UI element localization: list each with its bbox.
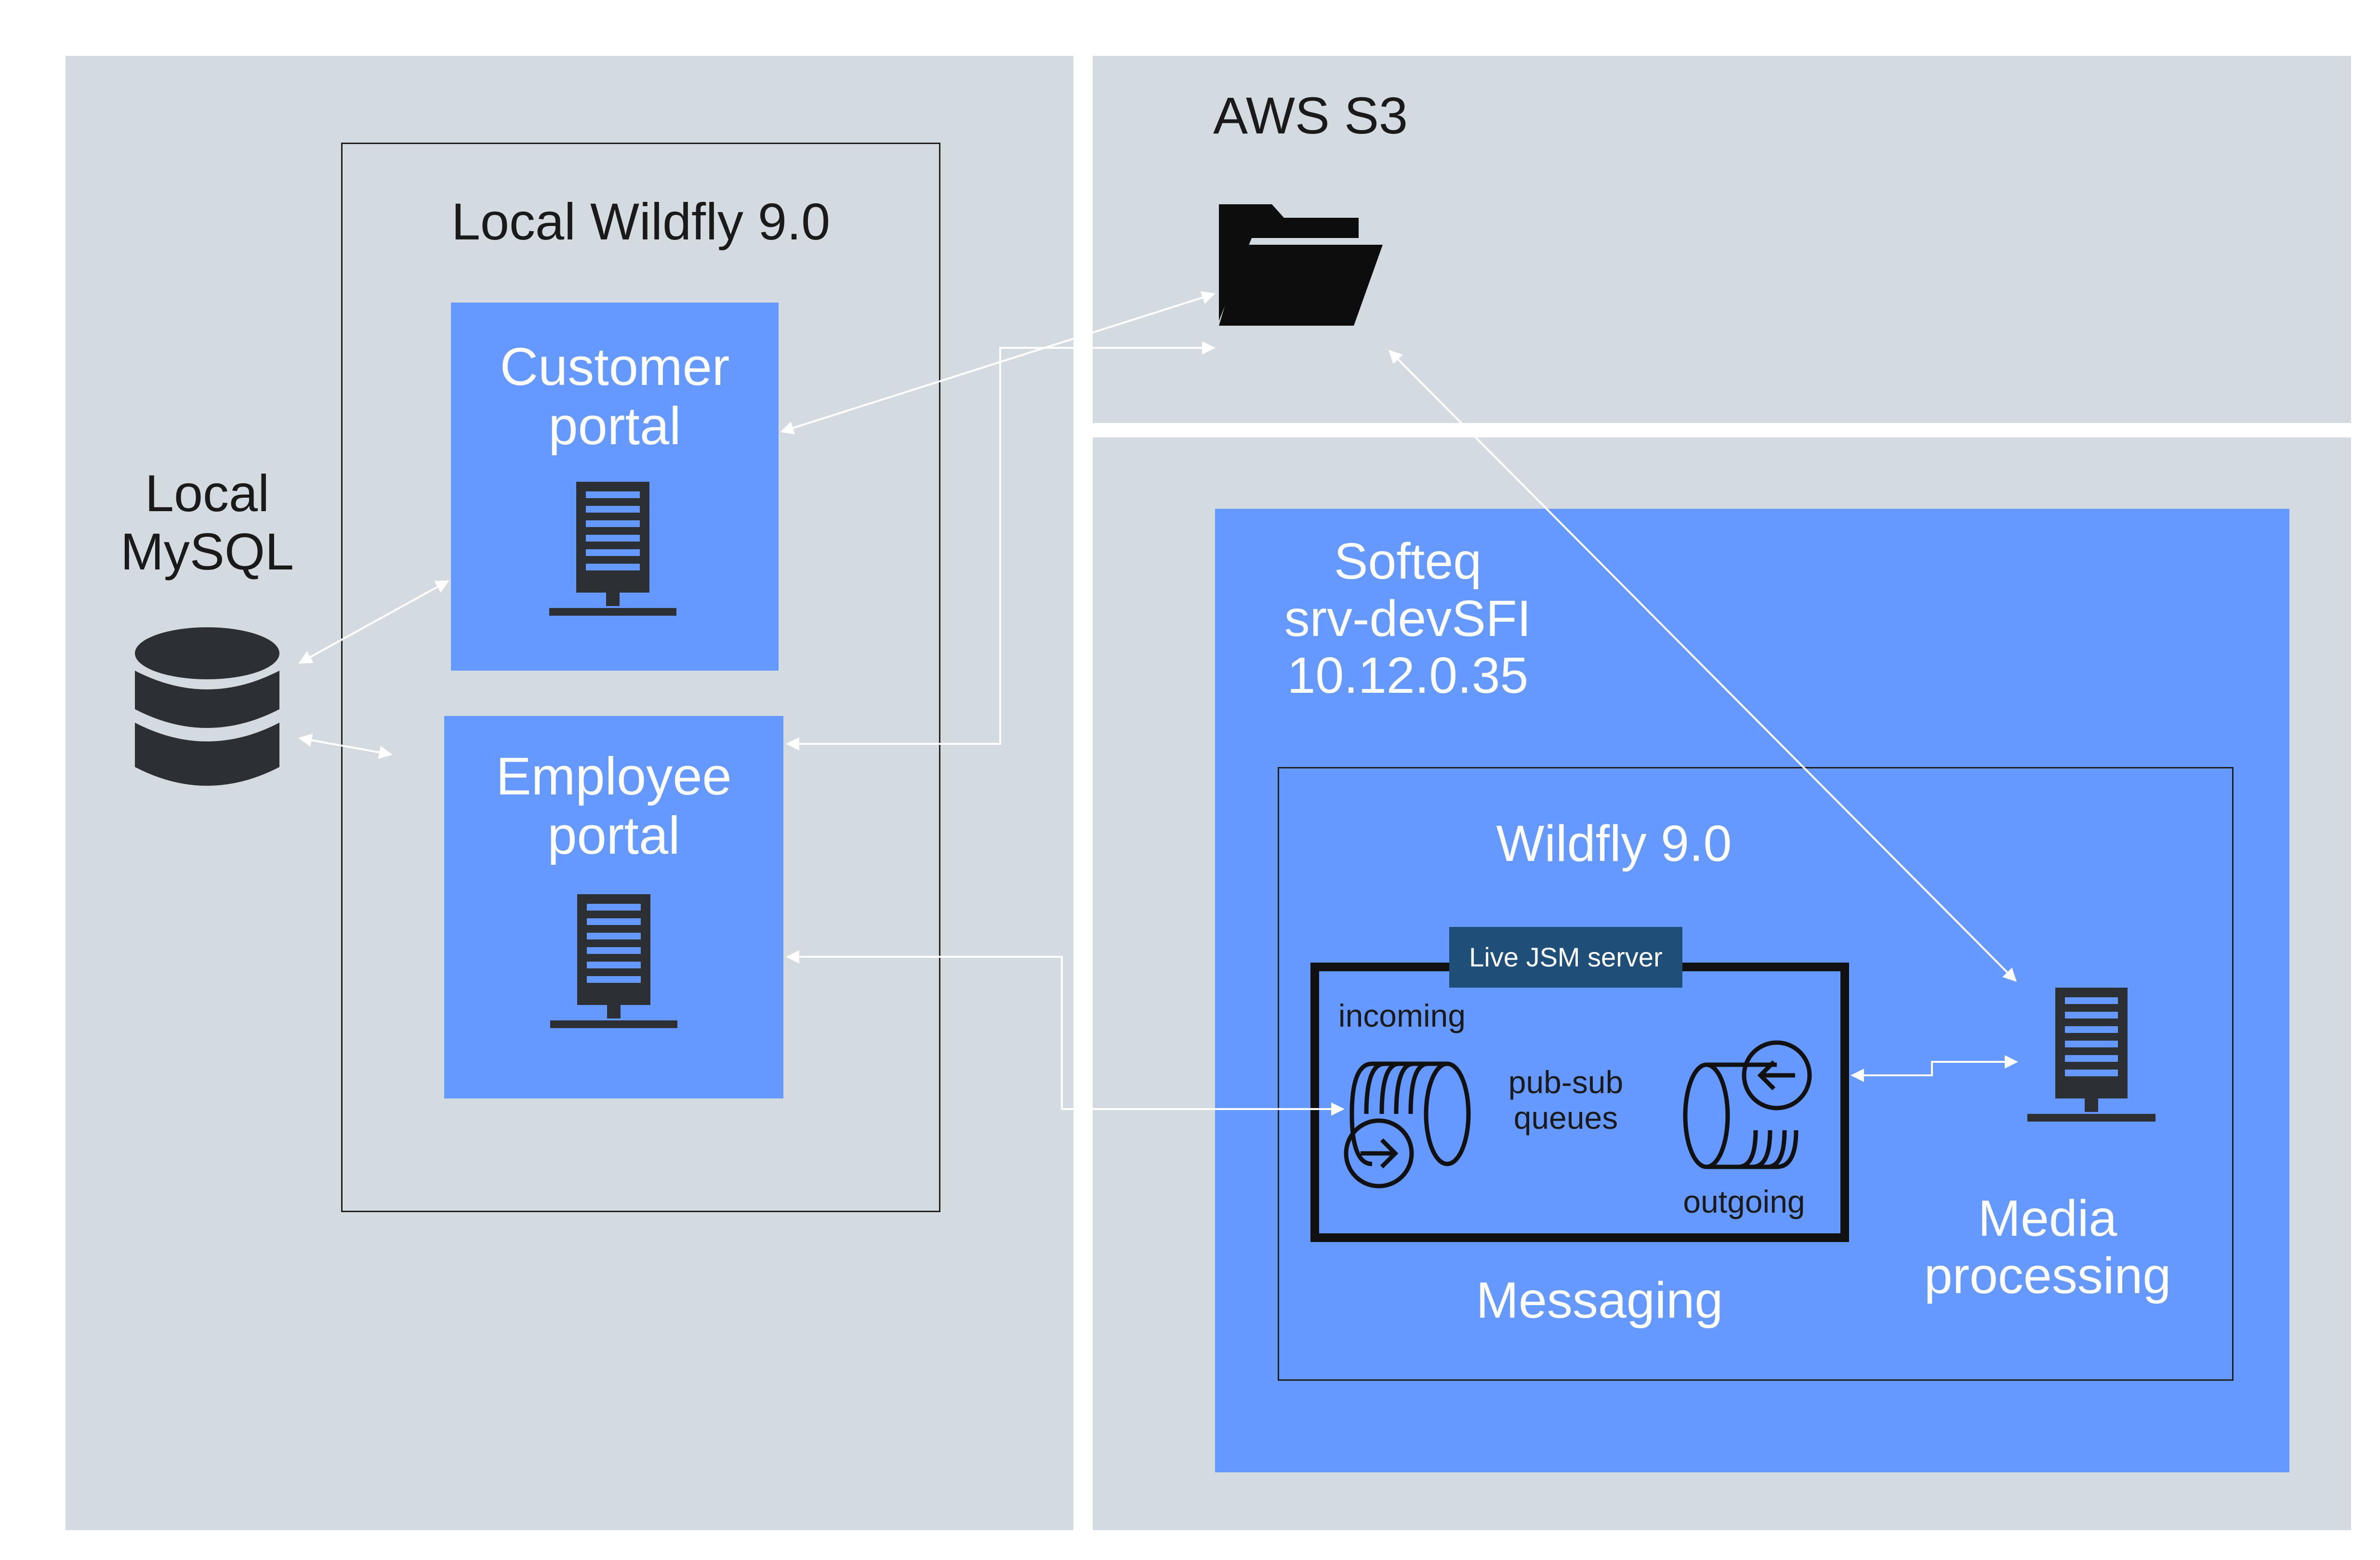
outgoing-label: outgoing <box>1683 1184 1805 1219</box>
aws-s3-title: AWS S3 <box>1213 86 1408 145</box>
wildfly-title: Wildfly 9.0 <box>1496 815 1732 872</box>
server-icon <box>550 894 677 1028</box>
server-icon[interactable] <box>2026 988 2156 1132</box>
server-icon <box>549 482 676 616</box>
outgoing-queue-icon <box>1683 1040 1812 1169</box>
jsm-server-tag: Live JSM server <box>1449 927 1682 988</box>
local-wildfly-title: Local Wildfly 9.0 <box>451 192 831 251</box>
folder-open-icon[interactable] <box>1214 195 1388 330</box>
queues-label: pub-sub queues <box>1508 1064 1624 1136</box>
softeq-host-label: Softeq srv-devSFI 10.12.0.35 <box>1284 533 1532 704</box>
media-processing-label: Media processing <box>1924 1190 2171 1304</box>
customer-portal-label: Customer portal <box>500 337 730 456</box>
messaging-label: Messaging <box>1476 1272 1723 1329</box>
employee-portal-label: Employee portal <box>496 747 732 866</box>
incoming-queue-icon <box>1344 1061 1471 1189</box>
local-mysql-label: Local MySQL <box>120 464 294 581</box>
incoming-label: incoming <box>1338 998 1466 1033</box>
database-icon[interactable] <box>130 626 284 800</box>
